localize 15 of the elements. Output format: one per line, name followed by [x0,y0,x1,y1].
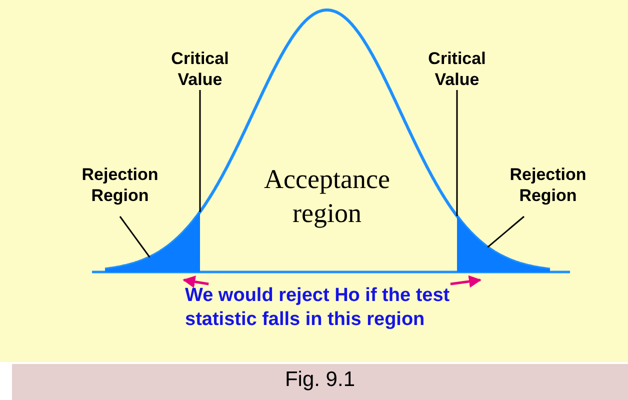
arrow [182,276,209,288]
arrow [450,275,482,288]
critical-value-label: Critical Value [150,48,250,90]
rejection-region-label: Rejection Region [60,164,180,206]
shaded-region [105,212,200,272]
leader-line [487,216,524,248]
leader-line [119,216,150,258]
figure-caption: Fig. 9.1 [284,368,356,392]
note-text: We would reject Ho if the test statistic falls in this region [185,284,480,332]
region-label: Acceptance region [263,163,391,230]
rejection-region-label: Rejection Region [488,164,608,206]
leader-line [456,90,458,216]
shaded-region [457,216,550,272]
critical-value-label: Critical Value [407,48,507,90]
leader-line [199,90,201,212]
